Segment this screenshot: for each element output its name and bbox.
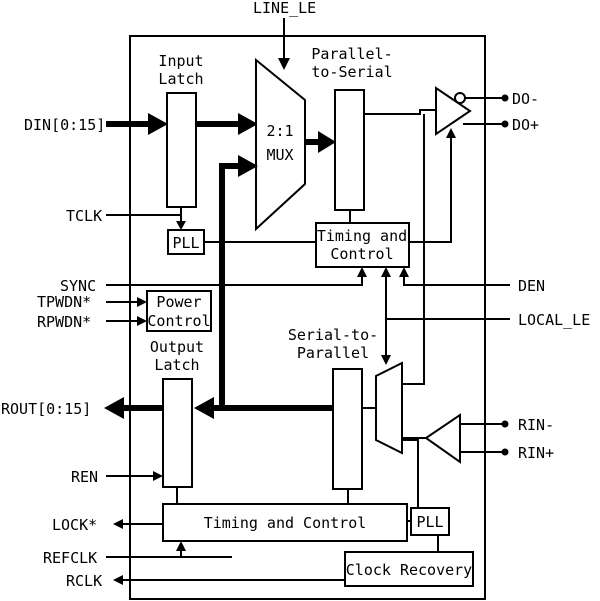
rx-buffer <box>424 413 461 464</box>
tx-timing-control-block <box>315 222 410 268</box>
line-le-arrow <box>278 58 290 70</box>
do-plus-pin <box>501 120 509 128</box>
loopback-bus <box>219 163 242 408</box>
refclk-label: REFCLK <box>43 549 97 567</box>
loopback-arrow <box>238 155 258 177</box>
ren-arrow <box>153 471 163 481</box>
clock-recovery-label: Clock Recovery <box>346 561 472 579</box>
power-control-label-1: Power <box>156 293 201 311</box>
tclk-label: TCLK <box>66 207 102 225</box>
tx-timing-label-1: Timing and <box>317 227 407 245</box>
rpwdn-label: RPWDN* <box>37 313 91 331</box>
den-arrow <box>399 267 409 277</box>
mux-to-pts-arrow <box>318 131 336 153</box>
rout-label: ROUT[0:15] <box>1 400 91 418</box>
serial-to-parallel-block <box>332 368 363 490</box>
power-control-block <box>146 290 212 332</box>
local-le-label: LOCAL_LE <box>518 311 590 329</box>
sync-arrow <box>357 267 367 277</box>
din-label: DIN[0:15] <box>24 116 105 134</box>
mux-label-1: 2:1 <box>266 122 293 140</box>
output-latch-block <box>162 378 193 488</box>
mux-block <box>255 57 306 232</box>
tx-pll-label: PLL <box>172 234 199 252</box>
tpwdn-arrow <box>137 297 147 307</box>
output-latch-label-2: Latch <box>154 356 199 374</box>
clock-recovery-block <box>344 551 474 587</box>
sync-label: SYNC <box>60 277 96 295</box>
latch-to-mux-arrow <box>238 113 258 135</box>
input-latch-block <box>166 92 197 208</box>
rx-mux-block <box>375 361 403 455</box>
output-driver <box>435 86 472 136</box>
rclk-label: RCLK <box>66 572 102 590</box>
local-le-down-arrow <box>381 355 391 365</box>
parallel-to-serial-block <box>334 89 365 211</box>
tpwdn-label: TPWDN* <box>37 293 91 311</box>
power-control-label-2: Control <box>147 312 210 330</box>
rin-minus-label: RIN- <box>518 416 554 434</box>
line-le-label: LINE_LE <box>253 0 316 17</box>
rx-pll-label: PLL <box>416 513 443 531</box>
rin-minus-pin <box>501 420 509 428</box>
tclk-arrow <box>176 221 186 230</box>
rx-timing-label: Timing and Control <box>204 514 367 532</box>
tx-loopback-wire <box>402 114 425 385</box>
input-latch-label-1: Input <box>158 52 203 70</box>
input-latch-label-2: Latch <box>158 70 203 88</box>
rx-timing-control-block <box>162 503 408 542</box>
stp-label-1: Serial-to- <box>288 326 378 344</box>
sync-wire <box>106 276 363 286</box>
din-arrow <box>148 113 168 135</box>
refclk-arrow <box>176 541 186 551</box>
local-le-up-arrow <box>381 267 391 277</box>
output-latch-label-1: Output <box>150 338 204 356</box>
lock-arrow <box>113 519 123 529</box>
rin-plus-label: RIN+ <box>518 444 554 462</box>
do-minus-pin <box>501 94 509 102</box>
tx-timing-label-2: Control <box>330 245 393 263</box>
pts-to-driver-wire <box>364 109 436 115</box>
pts-label-2: to-Serial <box>311 63 392 81</box>
mux-to-pll-wire <box>402 439 419 508</box>
rpwdn-arrow <box>137 316 147 326</box>
timing-to-driver-arrow <box>446 128 456 138</box>
pts-label-1: Parallel- <box>311 45 392 63</box>
mux-label-2: MUX <box>266 146 293 164</box>
lock-label: LOCK* <box>52 516 97 534</box>
den-wire <box>403 276 510 286</box>
stp-label-2: Parallel <box>297 344 369 362</box>
do-minus-label: DO- <box>512 90 539 108</box>
ren-label: REN <box>71 468 98 486</box>
rclk-arrow <box>113 575 123 585</box>
rin-plus-pin <box>501 448 509 456</box>
den-label: DEN <box>518 277 545 295</box>
stp-to-latch-arrow <box>194 397 214 419</box>
driver-invert-bubble <box>454 92 466 104</box>
do-plus-label: DO+ <box>512 116 539 134</box>
rout-arrow <box>104 397 124 419</box>
